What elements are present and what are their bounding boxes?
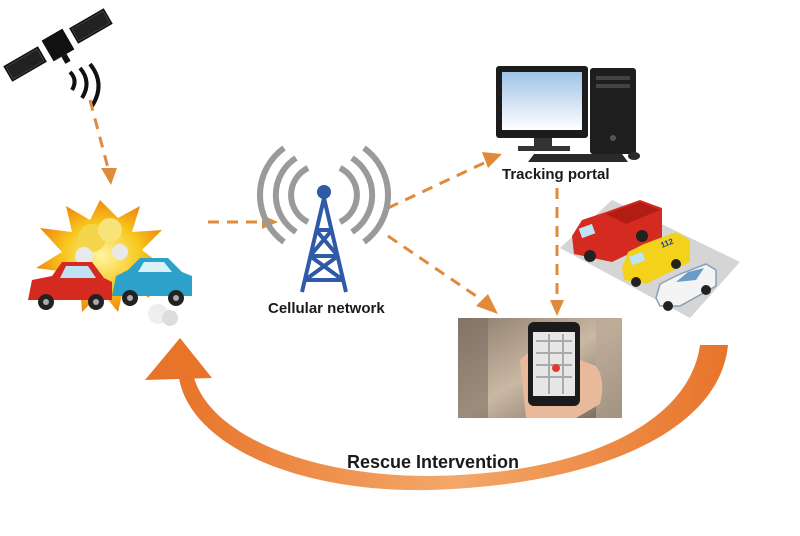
computer-icon (496, 66, 640, 162)
flow-arrows (88, 99, 559, 302)
car-crash-icon (28, 200, 192, 326)
smartphone-icon (458, 318, 622, 418)
satellite-icon (3, 8, 113, 108)
emergency-vehicles-icon: 112 (560, 200, 740, 318)
rescue-intervention-label: Rescue Intervention (347, 452, 520, 472)
tracking-portal-label: Tracking portal (502, 166, 610, 183)
rescue-arrow (145, 338, 728, 491)
cell-tower-icon (256, 145, 392, 293)
cellular-network-label: Cellular network (268, 300, 385, 317)
